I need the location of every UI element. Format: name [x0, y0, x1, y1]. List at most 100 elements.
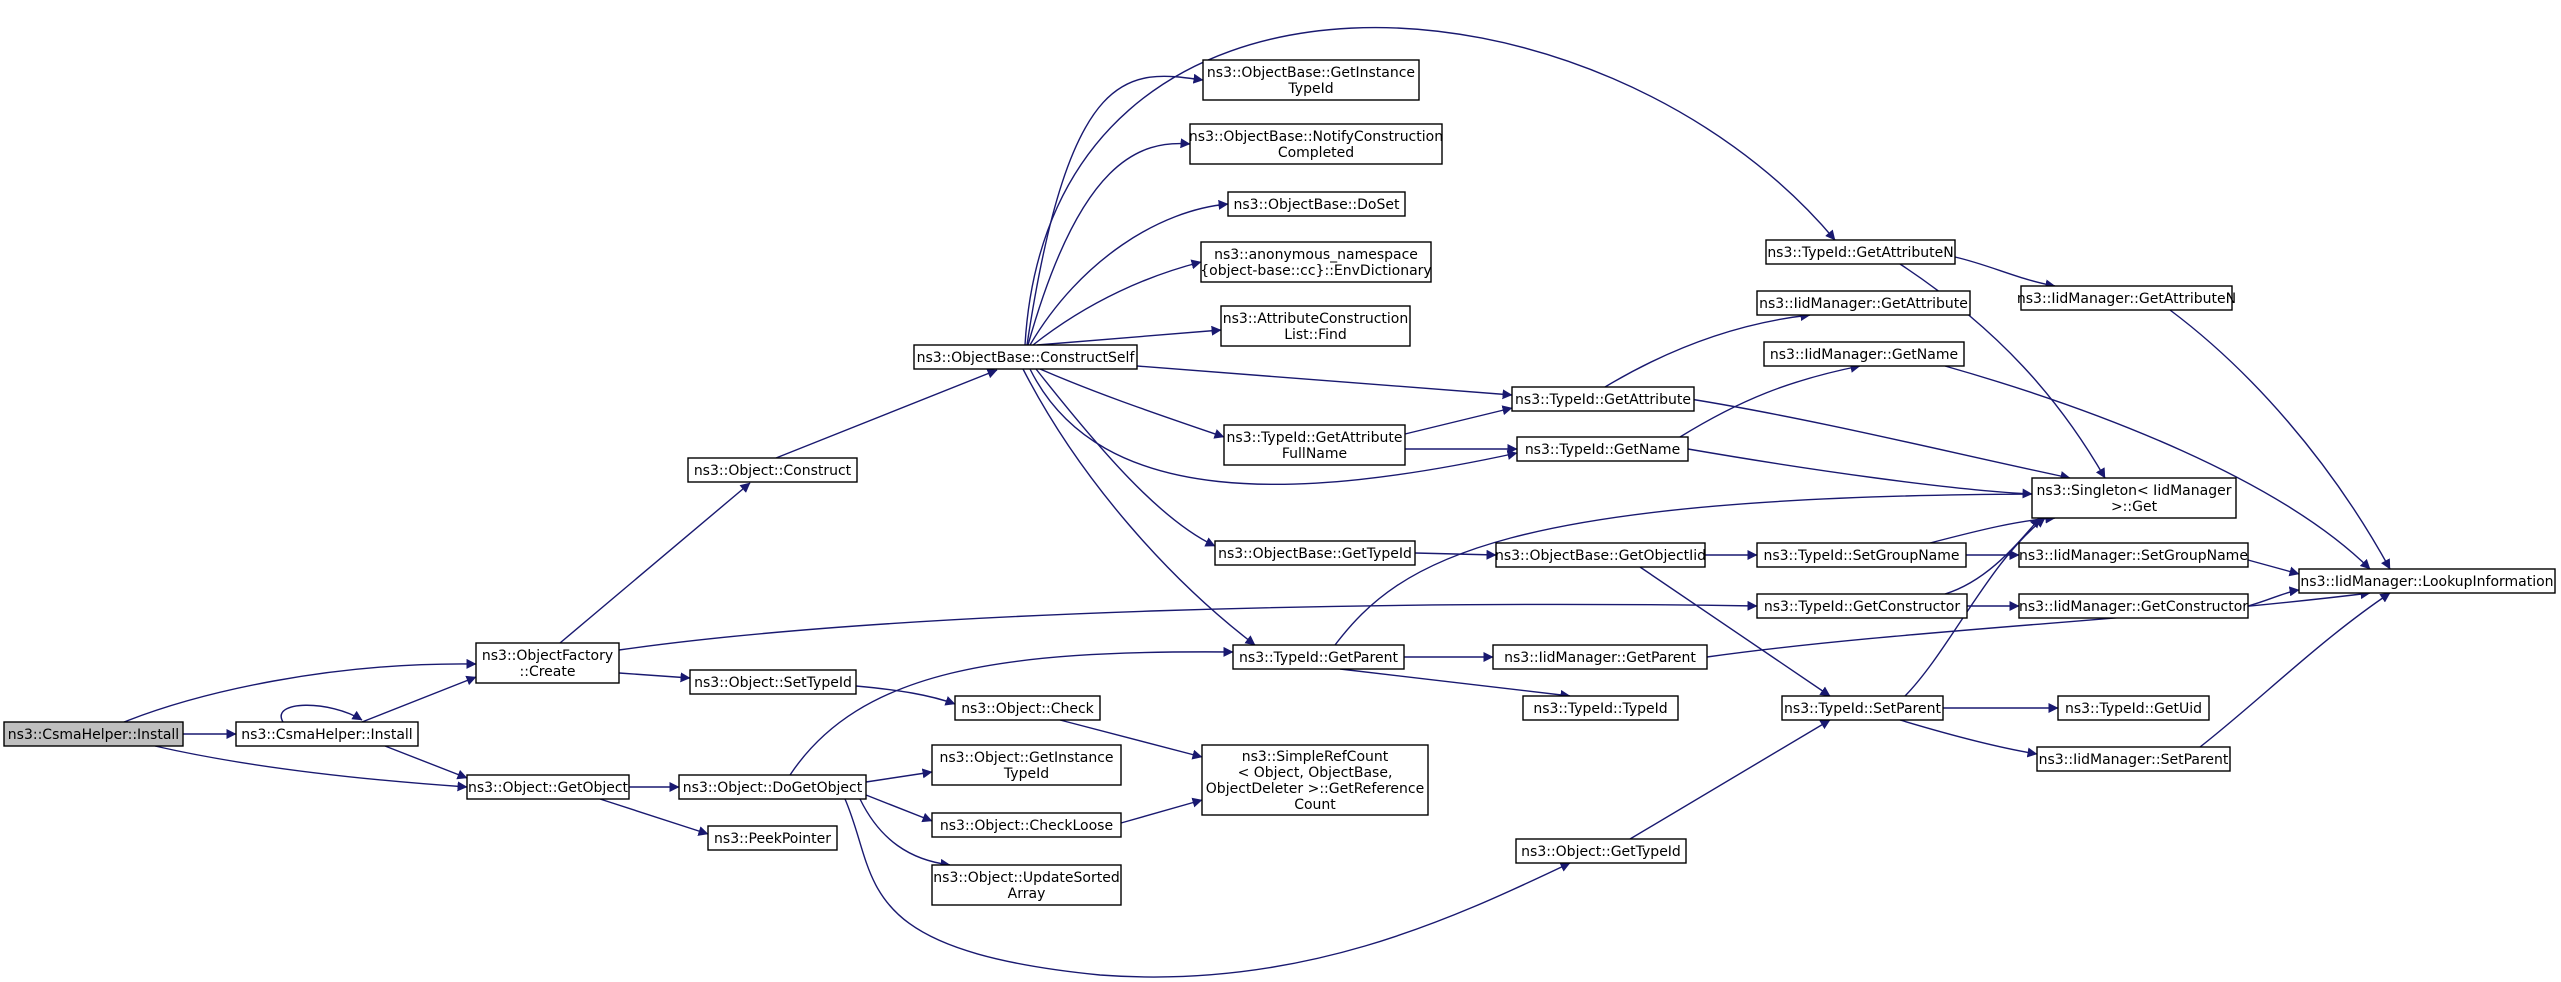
node-iidmanager-setgroupname[interactable]: ns3::IidManager::SetGroupName [2018, 542, 2249, 568]
node-box [2018, 542, 2249, 568]
node-label: ns3::ObjectBase::ConstructSelf [917, 350, 1136, 366]
node-typeid-getattribute[interactable]: ns3::TypeId::GetAttribute [1511, 386, 1695, 412]
node-csma-install[interactable]: ns3::CsmaHelper::Install [235, 721, 419, 747]
node-object-dogetobject[interactable]: ns3::Object::DoGetObject [678, 774, 867, 800]
call-edge [1629, 719, 1831, 840]
node-object-gettypeid[interactable]: ns3::Object::GetTypeId [1515, 838, 1687, 864]
call-edge [844, 798, 1571, 978]
node-box [1781, 695, 1944, 721]
node-label: ns3::Object::GetObject [468, 780, 629, 796]
node-iidmanager-getparent[interactable]: ns3::IidManager::GetParent [1492, 644, 1708, 670]
node-typeid-getuid[interactable]: ns3::TypeId::GetUid [2057, 695, 2210, 721]
node-label: ns3::CsmaHelper::Install [241, 727, 412, 743]
node-envdictionary[interactable]: ns3::anonymous_namespace{object-base::cc… [1200, 241, 1432, 283]
call-edge [123, 658, 477, 723]
node-object-getobject[interactable]: ns3::Object::GetObject [466, 774, 630, 800]
call-edge [1024, 26, 1836, 346]
node-label: ns3::PeekPointer [714, 831, 831, 847]
node-box [1220, 305, 1411, 347]
node-objbase-getobjectiid[interactable]: ns3::ObjectBase::GetObjectIid [1495, 542, 1706, 568]
node-object-construct[interactable]: ns3::Object::Construct [687, 457, 858, 483]
call-edge [775, 368, 998, 459]
call-edge [855, 685, 956, 706]
call-edge [618, 672, 691, 683]
call-edge [1944, 365, 2371, 570]
node-singleton-get[interactable]: ns3::Singleton< IidManager >::Get [2031, 477, 2237, 519]
node-label: Completed [1278, 145, 1354, 161]
node-iidmanager-setparent[interactable]: ns3::IidManager::SetParent [2036, 746, 2231, 772]
call-edge [2169, 309, 2391, 570]
node-objbase-doset[interactable]: ns3::ObjectBase::DoSet [1227, 191, 1406, 217]
node-simplerefcount[interactable]: ns3::SimpleRefCount< Object, ObjectBase,… [1201, 744, 1429, 816]
node-label: ns3::TypeId::GetConstructor [1764, 599, 1960, 615]
node-object-check[interactable]: ns3::Object::Check [954, 695, 1101, 721]
call-edge [1944, 517, 2041, 595]
node-label: ns3::Object::Check [961, 701, 1094, 717]
node-typeid-typeid[interactable]: ns3::TypeId::TypeId [1522, 695, 1679, 721]
node-box [931, 812, 1122, 838]
call-edge [789, 646, 1234, 776]
node-object-checkloose[interactable]: ns3::Object::CheckLoose [931, 812, 1122, 838]
call-edge [1689, 398, 2071, 481]
node-box [475, 642, 620, 684]
call-edge [1035, 368, 1216, 547]
call-edge [2199, 592, 2391, 748]
call-edge [1706, 589, 2371, 658]
node-typeid-getparent[interactable]: ns3::TypeId::GetParent [1232, 644, 1405, 670]
node-iidmanager-getname[interactable]: ns3::IidManager::GetName [1763, 341, 1965, 367]
node-box [1756, 542, 1967, 568]
node-box [1765, 239, 1956, 265]
node-box [1515, 838, 1687, 864]
node-objbase-gettypeid[interactable]: ns3::ObjectBase::GetTypeId [1214, 540, 1416, 566]
node-label: ns3::Object::GetTypeId [1521, 844, 1681, 860]
node-typeid-getconstructor[interactable]: ns3::TypeId::GetConstructor [1756, 593, 1968, 619]
node-iidmanager-getconstructor[interactable]: ns3::IidManager::GetConstructor [2018, 593, 2249, 619]
node-label: ns3::anonymous_namespace [1214, 247, 1418, 263]
node-box [687, 457, 858, 483]
node-objfactory-create[interactable]: ns3::ObjectFactory::Create [475, 642, 620, 684]
node-object-settypeid[interactable]: ns3::Object::SetTypeId [689, 669, 857, 695]
call-edge [1334, 489, 2051, 646]
node-label: ns3::Object::GetInstance [939, 750, 1113, 766]
call-edge [2247, 586, 2300, 607]
node-box [707, 825, 838, 851]
node-label: ns3::IidManager::LookupInformation [2300, 574, 2553, 590]
node-label: ns3::CsmaHelper::Install [8, 727, 179, 743]
call-edge [1899, 719, 2038, 758]
node-label: ns3::IidManager::GetConstructor [2019, 599, 2248, 615]
node-peekpointer[interactable]: ns3::PeekPointer [707, 825, 838, 851]
node-label: Array [1008, 886, 1046, 902]
node-objbase-constructself[interactable]: ns3::ObjectBase::ConstructSelf [913, 344, 1138, 370]
node-label: ns3::Singleton< IidManager [2037, 483, 2232, 499]
node-typeid-setparent[interactable]: ns3::TypeId::SetParent [1781, 695, 1944, 721]
call-edge [1036, 325, 1222, 346]
node-label: ns3::IidManager::GetAttributeN [2017, 291, 2236, 307]
node-label: ns3::TypeId::GetAttribute [1515, 392, 1691, 408]
call-edge [1899, 263, 2106, 479]
call-edge [618, 600, 1758, 651]
node-csma-install-root[interactable]: ns3::CsmaHelper::Install [3, 721, 184, 747]
node-typeid-getattributen[interactable]: ns3::TypeId::GetAttributeN [1765, 239, 1956, 265]
node-label: < Object, ObjectBase, [1238, 765, 1393, 781]
node-label: Count [1294, 797, 1336, 813]
node-iidmanager-getattributen[interactable]: ns3::IidManager::GetAttributeN [2017, 285, 2236, 311]
node-iidmanager-lookupinformation[interactable]: ns3::IidManager::LookupInformation [2298, 568, 2556, 594]
node-iidmanager-getattribute[interactable]: ns3::IidManager::GetAttribute [1756, 290, 1971, 316]
node-typeid-getname[interactable]: ns3::TypeId::GetName [1516, 436, 1689, 462]
call-edge [1904, 517, 2046, 697]
node-box [1202, 59, 1420, 101]
node-typeid-setgroupname[interactable]: ns3::TypeId::SetGroupName [1756, 542, 1967, 568]
call-edge [1029, 368, 1518, 486]
node-box [2036, 746, 2231, 772]
call-edge [1032, 259, 1202, 346]
node-label: ns3::Object::Construct [694, 463, 852, 479]
node-objbase-notifyconstruction[interactable]: ns3::ObjectBase::NotifyConstructionCompl… [1189, 123, 1443, 165]
node-label: ns3::Object::CheckLoose [940, 818, 1113, 834]
node-label: ns3::IidManager::GetName [1770, 347, 1958, 363]
